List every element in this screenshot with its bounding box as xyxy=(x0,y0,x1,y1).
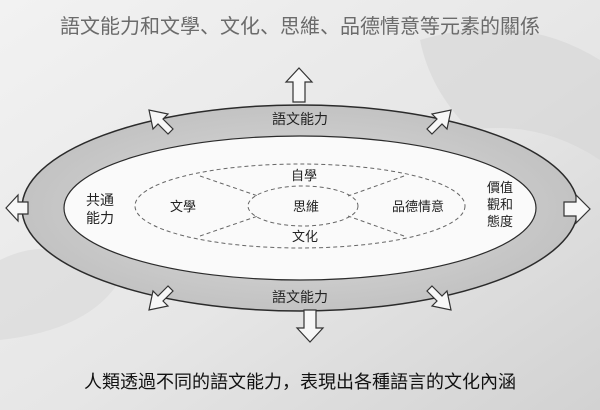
middle-left-label-line-2: 能力 xyxy=(86,211,114,227)
arrow-up-right-icon xyxy=(426,109,452,135)
arrow-right-icon xyxy=(563,193,591,225)
middle-ellipse xyxy=(63,135,537,281)
outer-top-label: 語文能力 xyxy=(272,112,328,128)
arrow-up-left-icon xyxy=(148,109,174,135)
diagram-caption: 人類透過不同的語文能力，表現出各種語言的文化內涵 xyxy=(84,372,516,393)
inner-center-label: 思維 xyxy=(293,200,319,215)
arrow-down-right-icon xyxy=(426,285,452,311)
inner-dashed-ellipse xyxy=(134,163,466,249)
dashed-spokes xyxy=(199,175,405,237)
arrow-up-icon xyxy=(284,67,314,103)
middle-right-label-line-3: 態度 xyxy=(487,214,513,230)
center-dashed-ellipse xyxy=(247,185,359,227)
arrow-down-left-icon xyxy=(148,285,174,311)
middle-left-label-line-1: 共通 xyxy=(86,193,114,209)
outward-arrows xyxy=(5,67,591,343)
inner-top-label: 自學 xyxy=(291,169,317,184)
middle-right-label-line-2: 觀和 xyxy=(487,198,513,213)
background-texture xyxy=(420,28,600,160)
inner-bottom-label: 文化 xyxy=(292,230,318,245)
arrow-left-icon xyxy=(5,193,29,223)
diagram-title: 語文能力和文學、文化、思維、品德情意等元素的關係 xyxy=(60,14,540,38)
inner-left-label: 文學 xyxy=(170,200,196,215)
inner-right-label: 品德情意 xyxy=(392,199,444,215)
arrow-down-icon xyxy=(295,309,325,343)
outer-bottom-label: 語文能力 xyxy=(272,290,328,306)
middle-right-label-line-1: 價值 xyxy=(487,180,513,196)
